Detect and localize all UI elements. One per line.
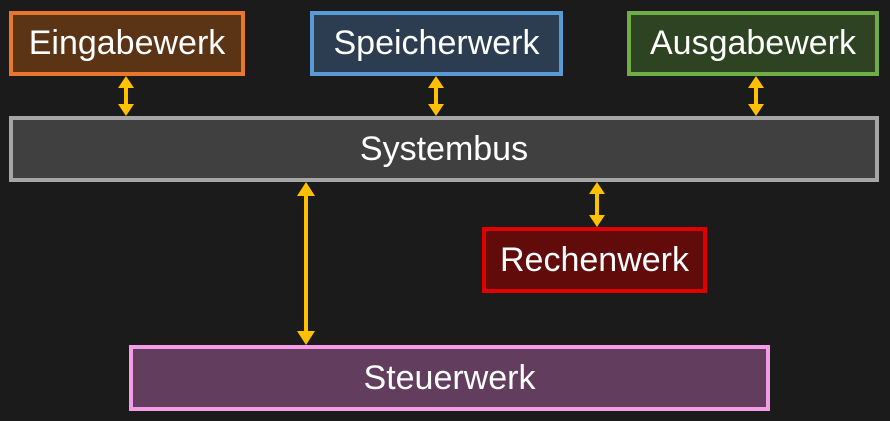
arrowhead-up bbox=[748, 76, 764, 88]
eingabewerk-box: Eingabewerk bbox=[9, 11, 245, 76]
arrowhead-down bbox=[428, 104, 444, 116]
arrow-eingabewerk-systembus bbox=[118, 76, 134, 116]
arrowhead-down bbox=[748, 104, 764, 116]
steuerwerk-box: Steuerwerk bbox=[129, 345, 770, 411]
arrow-systembus-rechenwerk bbox=[589, 182, 605, 227]
arrowhead-down bbox=[297, 331, 315, 345]
arrowhead-down bbox=[589, 215, 605, 227]
steuerwerk-label: Steuerwerk bbox=[363, 358, 536, 397]
systembus-box: Systembus bbox=[9, 116, 879, 182]
arrow-speicherwerk-systembus bbox=[428, 76, 444, 116]
arrow-ausgabewerk-systembus bbox=[748, 76, 764, 116]
arrowhead-up bbox=[589, 182, 605, 194]
speicherwerk-box: Speicherwerk bbox=[310, 11, 563, 76]
arrowhead-up bbox=[428, 76, 444, 88]
systembus-label: Systembus bbox=[359, 129, 529, 168]
arrowhead-up bbox=[118, 76, 134, 88]
ausgabewerk-label: Ausgabewerk bbox=[649, 24, 856, 62]
arrow-systembus-steuerwerk bbox=[297, 182, 315, 345]
rechenwerk-label: Rechenwerk bbox=[500, 240, 689, 279]
arrowhead-up bbox=[297, 182, 315, 196]
rechenwerk-box: Rechenwerk bbox=[482, 227, 707, 293]
eingabewerk-label: Eingabewerk bbox=[28, 24, 226, 62]
arrowhead-down bbox=[118, 104, 134, 116]
speicherwerk-label: Speicherwerk bbox=[333, 24, 540, 62]
ausgabewerk-box: Ausgabewerk bbox=[627, 11, 879, 76]
